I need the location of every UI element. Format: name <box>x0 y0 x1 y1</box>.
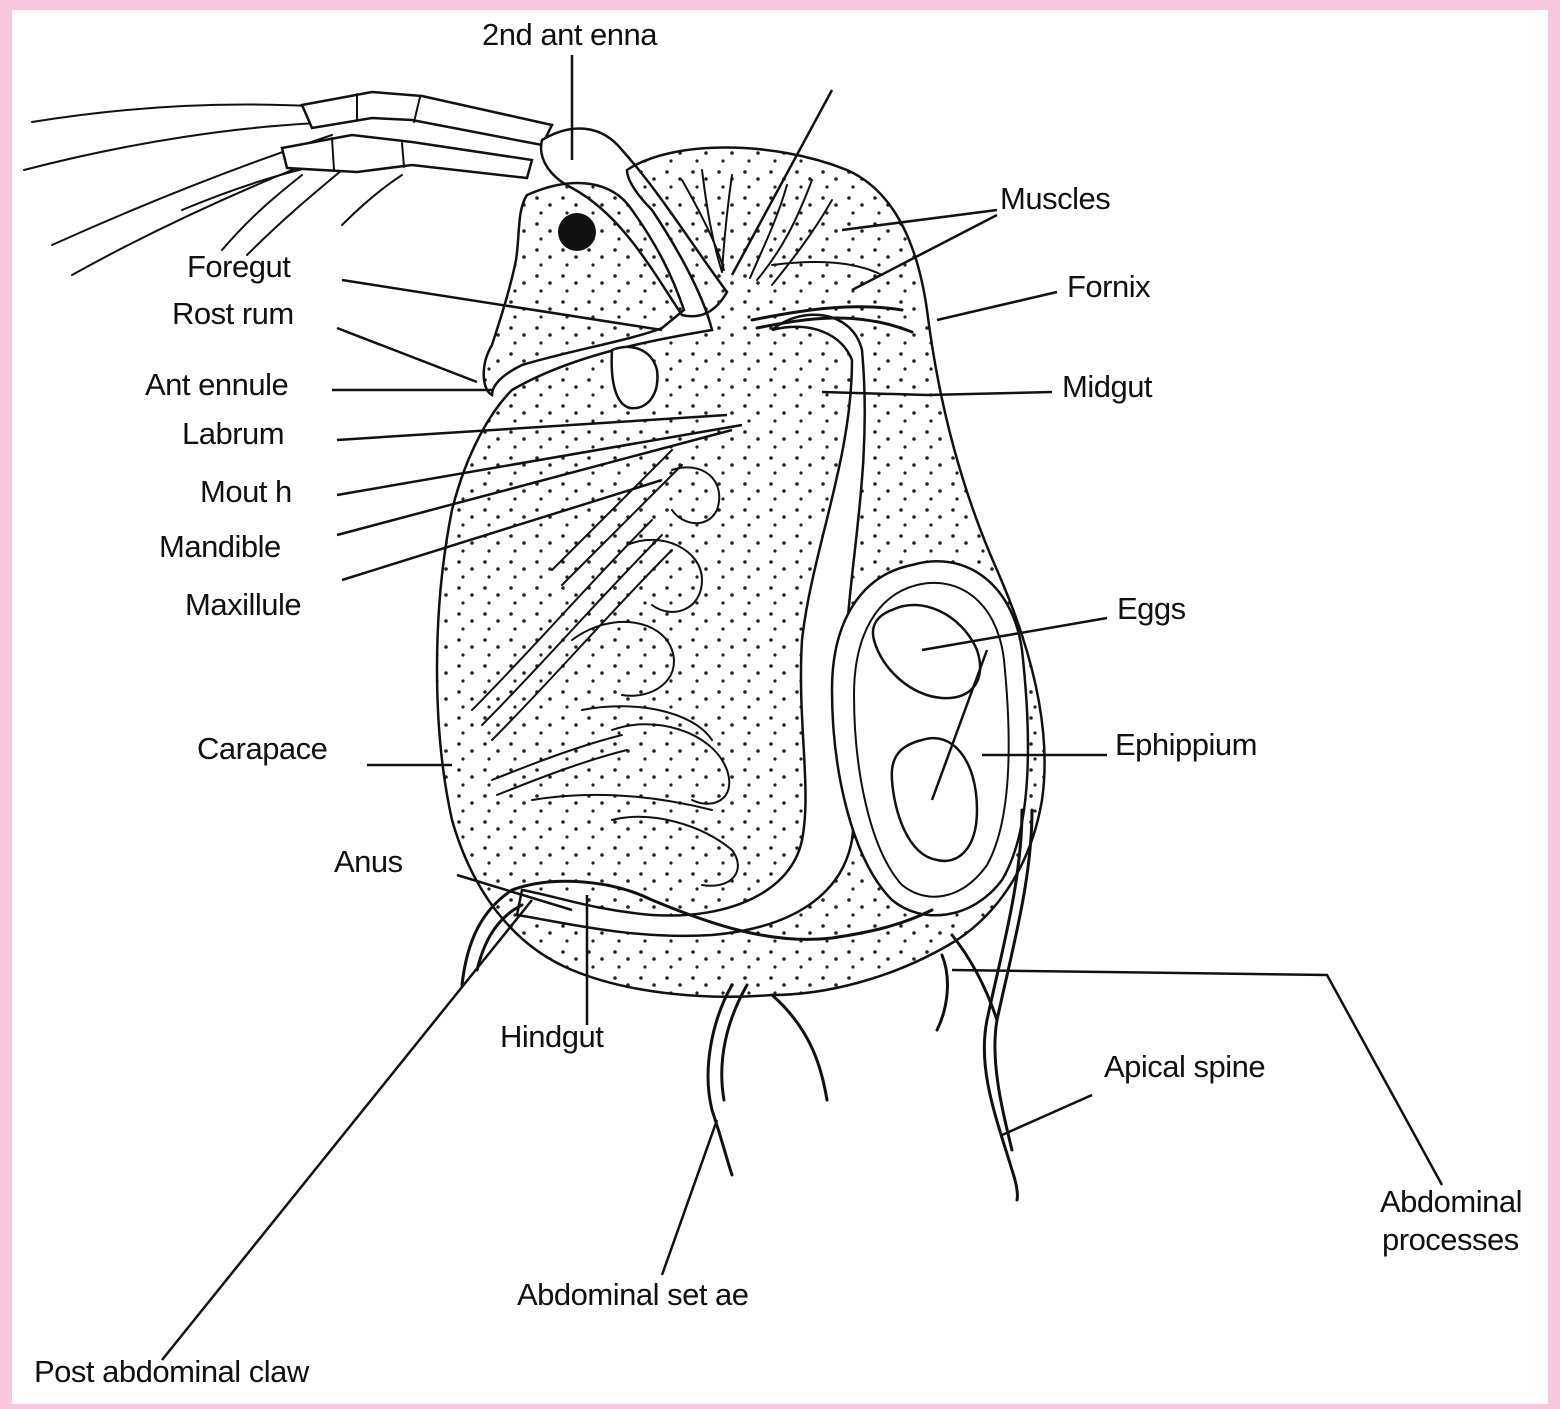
label-mouth: Mout h <box>200 475 292 509</box>
label-foregut: Foregut <box>187 250 290 284</box>
label-antennule: Ant ennule <box>145 368 288 402</box>
second-antenna-segments <box>282 92 552 178</box>
label-maxillule: Maxillule <box>185 588 301 622</box>
label-anus: Anus <box>334 845 403 879</box>
label-abdominal-processes-line1: Abdominal <box>1380 1185 1522 1219</box>
label-hindgut: Hindgut <box>500 1020 603 1054</box>
label-fornix: Fornix <box>1067 270 1150 304</box>
diagram-canvas: 2nd ant enna Muscles Foregut Rost rum Fo… <box>12 10 1548 1404</box>
label-ephippium: Ephippium <box>1115 728 1257 762</box>
daphnia-anatomy-drawing <box>12 10 1548 1404</box>
label-labrum: Labrum <box>182 417 284 451</box>
label-post-abdominal-claw: Post abdominal claw <box>34 1355 309 1389</box>
label-second-antenna: 2nd ant enna <box>482 18 657 52</box>
label-abdominal-processes-line2: processes <box>1382 1223 1519 1257</box>
label-mandible: Mandible <box>159 530 281 564</box>
label-abdominal-setae: Abdominal set ae <box>517 1278 749 1312</box>
label-midgut: Midgut <box>1062 370 1152 404</box>
label-carapace: Carapace <box>197 732 327 766</box>
label-apical-spine: Apical spine <box>1104 1050 1265 1084</box>
label-muscles: Muscles <box>1000 182 1110 216</box>
label-rostrum: Rost rum <box>172 297 294 331</box>
compound-eye <box>558 213 596 251</box>
label-eggs: Eggs <box>1117 592 1186 626</box>
